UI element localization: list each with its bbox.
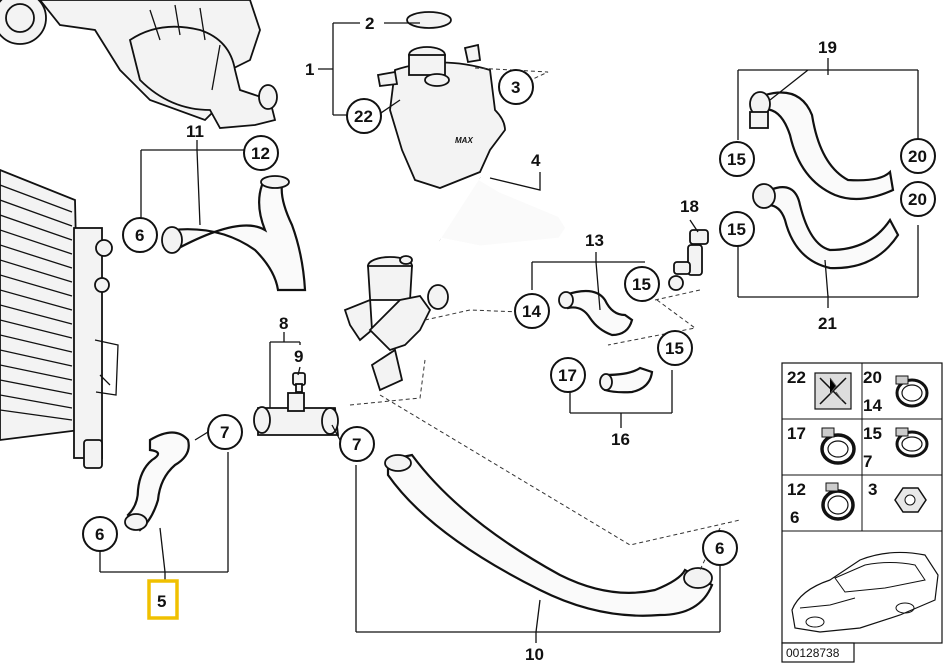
svg-text:3: 3 xyxy=(511,78,520,97)
svg-text:20: 20 xyxy=(908,190,927,209)
callout-16: 16 xyxy=(611,430,630,449)
svg-text:15: 15 xyxy=(727,150,746,169)
svg-text:3: 3 xyxy=(868,480,877,499)
hose-19 xyxy=(749,91,895,201)
svg-text:15: 15 xyxy=(727,220,746,239)
svg-text:6: 6 xyxy=(135,226,144,245)
callout-17: 17 xyxy=(550,357,586,393)
svg-text:17: 17 xyxy=(558,366,577,385)
callout-10: 10 xyxy=(525,645,544,664)
legend-grid: 22 20 14 17 15 7 12 xyxy=(781,362,943,644)
callout-22: 22 xyxy=(346,98,382,134)
water-pump-housing xyxy=(0,0,278,129)
svg-text:12: 12 xyxy=(787,480,806,499)
callout-20-a: 20 xyxy=(900,138,936,174)
hose-13 xyxy=(558,289,634,337)
callout-3: 3 xyxy=(498,69,534,105)
svg-text:00128738: 00128738 xyxy=(786,646,840,660)
bleed-screw-9 xyxy=(292,372,306,393)
expansion-tank: MAX xyxy=(376,11,506,189)
svg-text:6: 6 xyxy=(715,539,724,558)
hose-10 xyxy=(384,453,714,617)
callout-21: 21 xyxy=(818,314,837,333)
connector-18 xyxy=(668,229,709,291)
legend-cell-15-7: 15 7 xyxy=(863,424,929,471)
reference-number-box: 00128738 xyxy=(781,642,855,663)
callout-6-lower-left: 6 xyxy=(82,516,118,552)
hose-4-inner xyxy=(439,175,571,251)
callout-20-b: 20 xyxy=(900,181,936,217)
legend-cell-17: 17 xyxy=(787,424,856,465)
callout-8: 8 xyxy=(279,314,288,333)
svg-text:14: 14 xyxy=(522,302,541,321)
callout-5-highlighted: 5 xyxy=(147,579,179,620)
thermostat-housing xyxy=(343,255,449,392)
callout-1: 1 xyxy=(305,60,314,79)
callout-15-c: 15 xyxy=(624,266,660,302)
svg-text:7: 7 xyxy=(220,423,229,442)
svg-text:20: 20 xyxy=(863,368,882,387)
svg-text:15: 15 xyxy=(632,275,651,294)
callout-4: 4 xyxy=(531,151,541,170)
svg-text:6: 6 xyxy=(95,525,104,544)
svg-text:22: 22 xyxy=(787,368,806,387)
hose-21 xyxy=(752,183,900,270)
legend-cell-3: 3 xyxy=(868,480,927,513)
hose-5 xyxy=(124,431,190,532)
svg-text:20: 20 xyxy=(908,147,927,166)
callout-13: 13 xyxy=(585,231,604,250)
callout-15-d: 15 xyxy=(657,330,693,366)
svg-text:15: 15 xyxy=(665,339,684,358)
tee-piece-8 xyxy=(253,392,340,436)
legend-cell-12-6: 12 6 xyxy=(787,480,855,527)
leader-lines xyxy=(99,22,919,643)
tank-max-marking: MAX xyxy=(455,136,473,145)
svg-text:22: 22 xyxy=(354,107,373,126)
svg-text:7: 7 xyxy=(352,435,361,454)
callout-7-left: 7 xyxy=(207,414,243,450)
legend-cell-22: 22 xyxy=(787,368,852,410)
callout-9: 9 xyxy=(294,347,303,366)
callout-19: 19 xyxy=(818,38,837,57)
callout-18: 18 xyxy=(680,197,699,216)
hose-16 xyxy=(599,366,654,394)
svg-text:17: 17 xyxy=(787,424,806,443)
callout-6-lower-right: 6 xyxy=(702,530,738,566)
callout-6-upper: 6 xyxy=(122,217,158,253)
svg-text:12: 12 xyxy=(251,144,270,163)
car-location-illustration xyxy=(791,551,939,633)
callout-15-b: 15 xyxy=(719,211,755,247)
svg-text:6: 6 xyxy=(790,508,799,527)
callout-2: 2 xyxy=(365,14,374,33)
callout-7-right: 7 xyxy=(339,426,375,462)
svg-text:14: 14 xyxy=(863,396,882,415)
svg-text:5: 5 xyxy=(157,592,166,611)
callout-14: 14 xyxy=(514,293,550,329)
hose-11 xyxy=(161,175,307,292)
callout-15-a: 15 xyxy=(719,141,755,177)
callout-12: 12 xyxy=(243,135,279,171)
callout-11: 11 xyxy=(186,122,204,141)
callouts: 2 1 3 22 4 11 12 6 19 15 20 15 20 21 18 … xyxy=(82,14,936,664)
svg-text:7: 7 xyxy=(863,452,872,471)
radiator xyxy=(0,169,119,469)
svg-text:15: 15 xyxy=(863,424,882,443)
legend-cell-20-14: 20 14 xyxy=(863,368,929,415)
